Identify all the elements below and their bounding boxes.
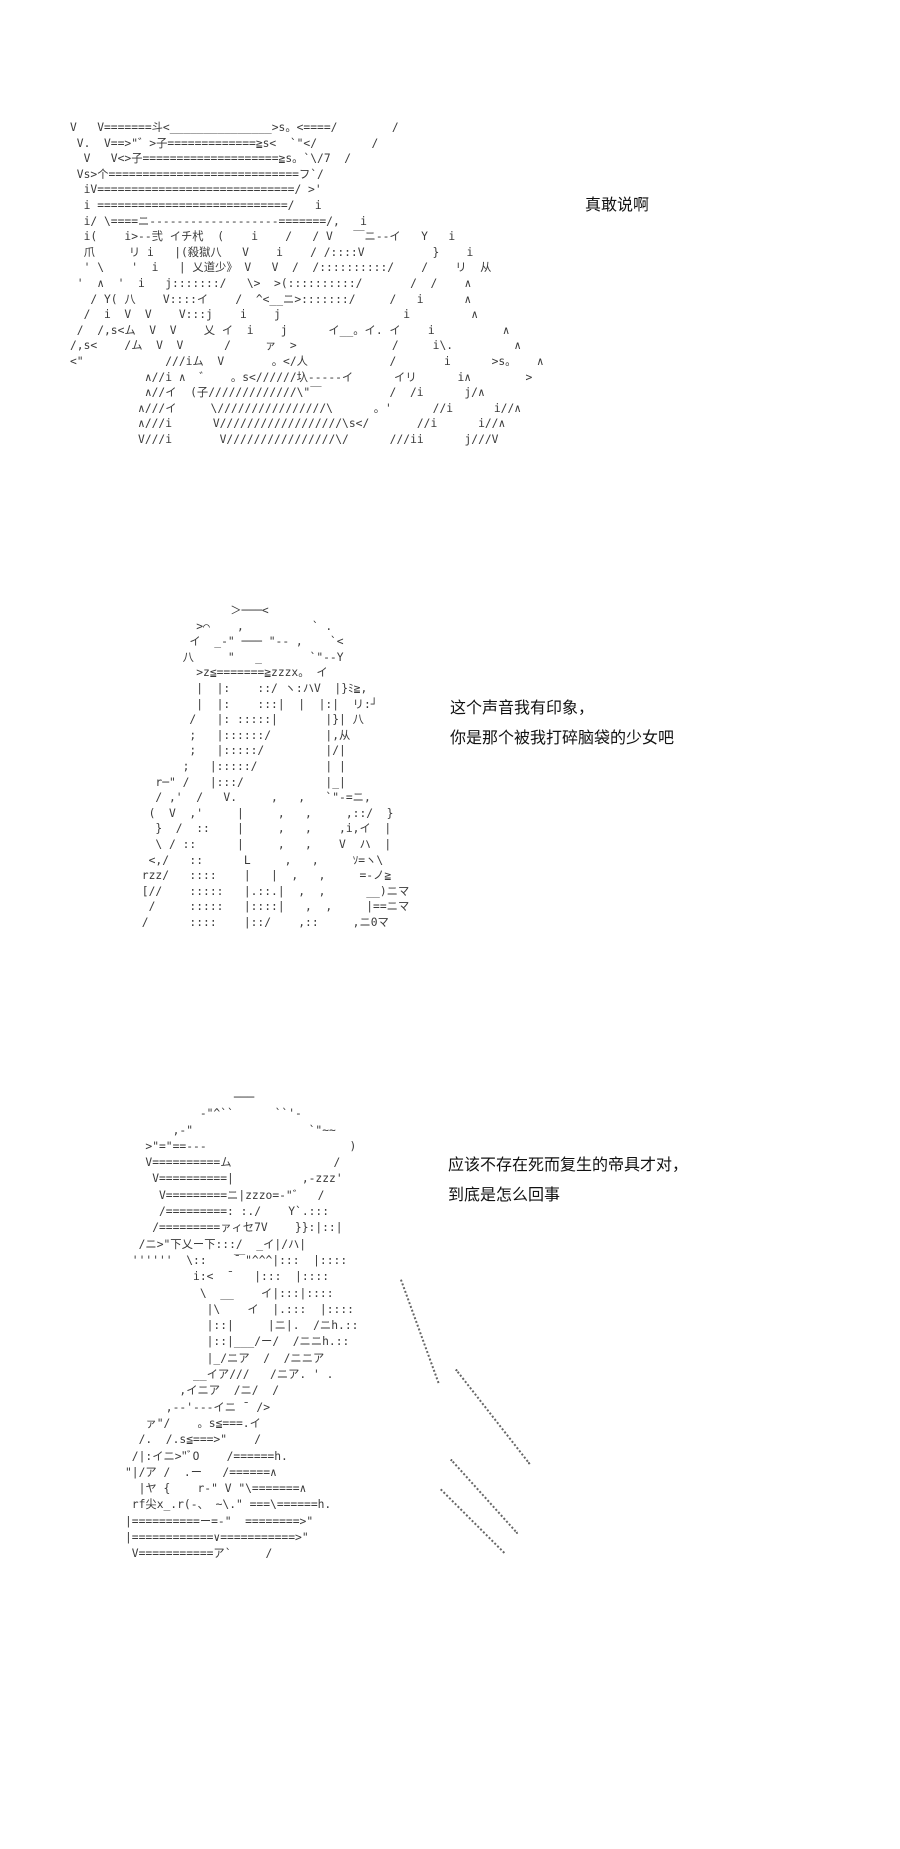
panel-2: ＞───< >⌒ , ` . イ _-" ─── "-- , `< 八 " _ … bbox=[0, 520, 900, 1040]
speed-line bbox=[455, 1368, 531, 1465]
dialogue-text: 应该不存在死而复生的帝具才对， 到底是怎么回事 bbox=[448, 1150, 688, 1210]
panel-1: V V=======斗<_______________>s。<====/ / V… bbox=[0, 0, 900, 520]
dialogue-line: 你是那个被我打碎脑袋的少女吧 bbox=[450, 728, 675, 747]
dialogue-text: 真敢说啊 bbox=[585, 190, 649, 220]
speed-line bbox=[450, 1458, 519, 1535]
dialogue-line: 这个声音我有印象， bbox=[450, 698, 595, 717]
ascii-art-figure-with-cap: ─── -"^`` ``'- ,-" `"~~ >"="==--- ) V===… bbox=[125, 1091, 359, 1561]
panel-3: ─── -"^`` ``'- ,-" `"~~ >"="==--- ) V===… bbox=[0, 1040, 900, 1849]
ascii-art-standing-figure: ＞───< >⌒ , ` . イ _-" ─── "-- , `< 八 " _ … bbox=[141, 604, 410, 929]
ascii-art-face-closeup: V V=======斗<_______________>s。<====/ / V… bbox=[70, 121, 544, 446]
dialogue-line: 应该不存在死而复生的帝具才对， bbox=[448, 1155, 689, 1174]
dialogue-line: 真敢说啊 bbox=[585, 195, 650, 214]
dialogue-line: 到底是怎么回事 bbox=[448, 1185, 561, 1204]
dialogue-text: 这个声音我有印象， 你是那个被我打碎脑袋的少女吧 bbox=[450, 693, 674, 753]
